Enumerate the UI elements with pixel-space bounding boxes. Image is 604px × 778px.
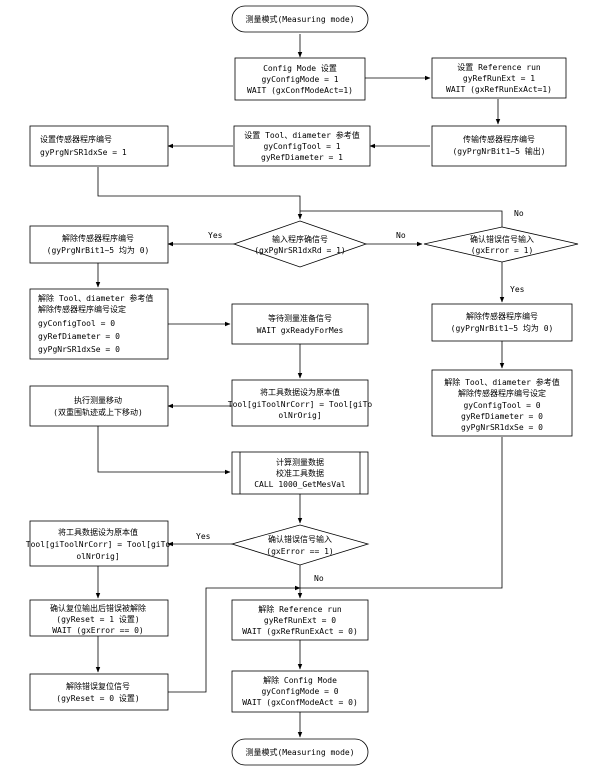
node-text: gyPgNrSR1dxSe = 0 [38,345,120,354]
node-text: gyRefRunExt = 1 [463,74,535,83]
clear-ref-run-box: 解除 Reference run gyRefRunExt = 0 WAIT (g… [231,599,369,641]
clear-tool-box-left: 解除 Tool、diameter 参考值 解除传感器程序编号设定 gyConfi… [29,288,169,360]
connectors [95,34,505,738]
node-text: WAIT (gxRefRunExAct = 0) [242,627,358,636]
end-terminator: 测量模式(Measuring mode) [231,738,369,766]
exec-move-box: 执行测量移动 (双重围轨迹或上下移动) [29,385,169,427]
node-text: 解除传感器程序编号设定 [458,388,546,398]
node-text: gyConfigMode = 1 [261,75,338,84]
transmit-prog-box: 传输传感器程序编号 (gyPrgNrBit1~5 输出) [431,125,567,167]
input-prog-decision: 输入程序确信号 (gxPgNrSR1dxRd = 1) [232,220,368,268]
node-text: 解除传感器程序编号设定 [38,304,126,314]
node-text: 设置 Reference run [457,62,541,72]
node-text: 设置传感器程序编号 [40,134,112,144]
node-text: olNrOrig] [278,411,321,420]
node-text: 将工具数据设为原本值 [58,527,138,537]
clear-config-box: 解除 Config Mode gyConfigMode = 0 WAIT (gx… [231,670,369,713]
ref-run-box: 设置 Reference run gyRefRunExt = 1 WAIT (g… [431,57,567,99]
node-text: 解除 Tool、diameter 参考值 [38,293,153,303]
node-text: 确认错误信号输入 [268,534,332,544]
start-terminator: 测量模式(Measuring mode) [231,5,369,33]
node-text: WAIT (gxConfModeAct = 0) [242,698,358,707]
node-text: 设置 Tool、diameter 参考值 [244,130,359,140]
edge-label-no1: No [396,231,406,240]
node-text: (双重围轨迹或上下移动) [53,407,143,417]
node-text: gyRefDiameter = 0 [38,332,120,341]
node-text: 解除传感器程序编号 [62,233,134,243]
node-text: Tool[giToolNrCorr] = Tool[giTo [26,540,171,549]
node-text: gyPgNrSR1dxSe = 0 [461,423,543,432]
node-text: gyConfigTool = 0 [463,401,540,410]
edge-label-yes2: Yes [510,285,525,294]
node-text: gyRefRunExt = 0 [264,616,336,625]
node-text: (gyPrgNrBit1~5 输出) [452,146,545,156]
clear-error-reset-box: 解除错误复位信号 (gyReset = 0 设置) [29,673,169,711]
edge-label-yes3: Yes [196,532,211,541]
node-text: 将工具数据设为原本值 [260,387,340,397]
tool-diameter-box: 设置 Tool、diameter 参考值 gyConfigTool = 1 gy… [233,125,371,167]
node-text: gyConfigTool = 0 [38,319,115,328]
node-text: CALL 1000_GetMesVal [254,480,346,489]
config-mode-box: Config Mode 设置 gyConfigMode = 1 WAIT (gx… [234,57,366,101]
node-text: WAIT (gxError == 0) [52,626,144,635]
node-text: gyPrgNrSR1dxSe = 1 [40,148,127,157]
reset-tool-data-box: 将工具数据设为原本值 Tool[giToolNrCorr] = Tool[giT… [26,520,171,567]
confirm-reset-box: 确认复位输出后错误被解除 (gyReset = 1 设置) WAIT (gxEr… [29,599,169,637]
node-text: (gyReset = 1 设置) [56,614,139,624]
node-text: 解除 Tool、diameter 参考值 [444,377,559,387]
node-text: 确认复位输出后错误被解除 [50,603,146,613]
node-text: 测量模式(Measuring mode) [245,14,354,24]
node-text: 解除 Config Mode [263,675,337,685]
node-text: 校准工具数据 [276,468,324,478]
node-text: gyRefDiameter = 1 [261,153,343,162]
node-text: gyRefDiameter = 0 [461,412,543,421]
clear-prog-box-left: 解除传感器程序编号 (gyPrgNrBit1~5 均为 0) [29,225,169,264]
node-text: (gxError == 1) [266,547,333,556]
node-text: 测量模式(Measuring mode) [245,747,354,757]
node-text: gyConfigMode = 0 [261,687,338,696]
node-text: 传输传感器程序编号 [463,134,535,144]
node-text: 计算测量数据 [276,457,324,467]
node-text: (gxError = 1) [471,246,534,255]
node-text: olNrOrig] [76,552,119,561]
node-text: (gyReset = 0 设置) [56,693,139,703]
node-text: (gyPrgNrBit1~5 均为 0) [47,245,150,255]
node-text: 解除 Reference run [258,604,342,614]
node-text: 执行测量移动 [74,395,122,405]
node-text: Tool[giToolNrCorr] = Tool[giTo [228,400,373,409]
node-text: gyConfigTool = 1 [263,142,340,151]
edge-label-no-loop: No [514,209,524,218]
set-tool-data-box: 将工具数据设为原本值 Tool[giToolNrCorr] = Tool[giT… [228,379,373,427]
set-sensor-box: 设置传感器程序编号 gyPrgNrSR1dxSe = 1 [29,125,169,167]
node-text: (gyPrgNrBit1~5 均为 0) [451,323,554,333]
node-text: WAIT (gxConfModeAct=1) [247,86,353,95]
node-text: Config Mode 设置 [263,63,337,73]
node-text: 等待测量准备信号 [268,313,332,323]
node-text: (gxPgNrSR1dxRd = 1) [254,246,346,255]
clear-prog-box-right: 解除传感器程序编号 (gyPrgNrBit1~5 均为 0) [431,303,573,342]
node-text: WAIT (gxRefRunExAct=1) [446,85,552,94]
wait-ready-box: 等待测量准备信号 WAIT gxReadyForMes [231,303,369,345]
confirm-error-decision-1: 确认错误信号输入 (gxError = 1) [423,226,579,263]
confirm-error-decision-2: 确认错误信号输入 (gxError == 1) [230,524,370,566]
edge-label-yes1: Yes [208,231,223,240]
calc-subroutine-box: 计算测量数据 校准工具数据 CALL 1000_GetMesVal [231,451,369,495]
node-text: 输入程序确信号 [272,234,328,244]
clear-tool-box-right: 解除 Tool、diameter 参考值 解除传感器程序编号设定 gyConfi… [431,369,573,437]
node-text: 解除传感器程序编号 [466,311,538,321]
node-text: 解除错误复位信号 [66,681,130,691]
node-text: WAIT gxReadyForMes [257,326,344,335]
edge-label-no3: No [314,574,324,583]
node-text: 确认错误信号输入 [470,234,534,244]
